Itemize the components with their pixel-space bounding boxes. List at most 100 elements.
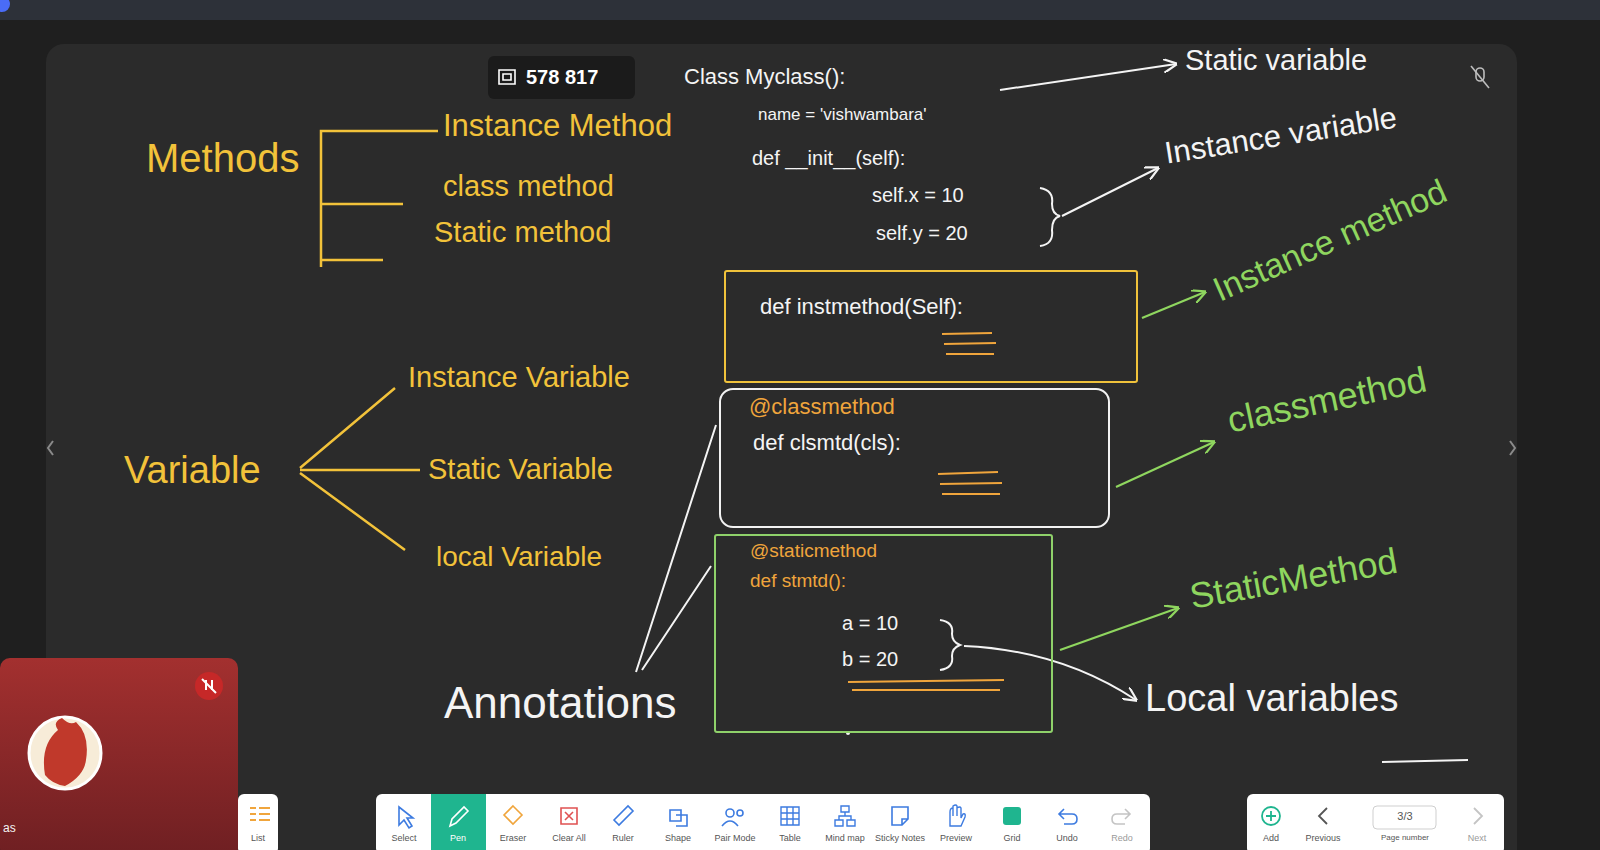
add-icon — [1262, 807, 1280, 825]
select-icon — [399, 807, 413, 828]
topic-heading: Variable — [124, 449, 261, 493]
room-code-badge: 578 817 — [488, 56, 635, 99]
next-icon — [1474, 808, 1482, 824]
side-chevron — [48, 441, 53, 455]
shape-icon — [670, 810, 687, 826]
participant-name: as — [3, 822, 16, 836]
eraser-icon — [504, 806, 522, 824]
branch-label: Instance Variable — [408, 361, 630, 394]
callout-label: Local variables — [1145, 677, 1398, 721]
toolbar-label: Page number — [1381, 833, 1429, 842]
mute-badge — [195, 672, 223, 700]
underline — [1382, 760, 1468, 762]
mute-icon — [202, 679, 216, 693]
pen-active — [431, 794, 486, 850]
redo-icon — [1112, 809, 1130, 824]
mic-off-icon — [1471, 66, 1489, 88]
leader-arrow — [964, 646, 1136, 700]
branch-label: Instance Method — [443, 108, 672, 144]
toolbar-label: Table — [779, 833, 801, 843]
toolbar-label: Grid — [1003, 833, 1020, 843]
leader-arrow — [1060, 608, 1178, 650]
underline-scribble — [942, 333, 996, 354]
node-text: def stmtd(): — [750, 570, 846, 592]
toolbar-label: Previous — [1305, 833, 1340, 843]
code-line: self.x = 10 — [872, 184, 964, 207]
toolbar-label: Select — [391, 833, 416, 843]
class-method-box: @classmethod def clsmtd(cls): — [719, 388, 1110, 528]
page-counter: 3/3 — [1397, 810, 1412, 823]
leader-arrow — [1142, 292, 1205, 318]
page-number-box — [1373, 806, 1436, 829]
board — [46, 44, 1517, 850]
mindmap-icon — [835, 806, 855, 826]
node-text: 578 817 — [526, 66, 598, 89]
methods-bracket — [321, 131, 438, 267]
toolbar-label: Pair Mode — [714, 833, 755, 843]
list-icon — [250, 808, 270, 820]
toolbar-label: Shape — [665, 833, 691, 843]
instance-method-box: def instmethod(Self): — [724, 270, 1138, 383]
topic-heading: Methods — [146, 135, 299, 181]
list-panel — [238, 794, 278, 850]
code-line: def __init__(self): — [752, 147, 905, 170]
branch-label: local Variable — [436, 541, 602, 573]
underline-scribble — [848, 680, 1004, 690]
page-panel — [1247, 794, 1504, 850]
underline-scribble — [938, 472, 1002, 494]
node-text: def clsmtd(cls): — [753, 430, 901, 455]
code-line: self.y = 20 — [876, 222, 968, 245]
room-icon — [499, 70, 515, 84]
pair-icon — [722, 809, 743, 826]
table-icon — [781, 807, 799, 825]
branch-label: Static Variable — [428, 453, 613, 486]
toolbar-label: Undo — [1056, 833, 1078, 843]
node-text: a = 10 — [842, 612, 898, 635]
node-text: def instmethod(Self): — [760, 294, 963, 319]
preview-icon — [950, 805, 965, 826]
leader-arrow — [1000, 64, 1176, 90]
node-text: @classmethod — [749, 394, 895, 419]
toolbar-label: Clear All — [552, 833, 586, 843]
mic-slash — [1471, 66, 1489, 88]
side-chevron — [1510, 441, 1515, 455]
previous-icon — [1319, 808, 1327, 824]
branch-label: class method — [443, 170, 614, 203]
branch-label: Static method — [434, 216, 611, 249]
code-line: Class Myclass(): — [684, 64, 845, 89]
toolbar-label: Mind map — [825, 833, 865, 843]
top-bar-dot — [0, 0, 10, 12]
static-method-box: @staticmethod def stmtd(): a = 10 b = 20 — [714, 534, 1053, 733]
node-text: b = 20 — [842, 648, 898, 671]
leader-arrow — [1062, 168, 1158, 216]
toolbar-label: List — [251, 833, 265, 843]
variable-branches — [300, 388, 420, 550]
toolbar-label: Preview — [940, 833, 972, 843]
toolbar-label: Eraser — [500, 833, 527, 843]
toolbar-label: Next — [1468, 833, 1487, 843]
toolbar-label: Pen — [450, 833, 466, 843]
curly-brace — [1040, 188, 1060, 246]
undo-icon — [1059, 809, 1077, 824]
video-tile — [0, 658, 238, 850]
callout-label: Static variable — [1185, 44, 1367, 77]
clear-icon — [561, 808, 577, 824]
pen-icon — [450, 807, 468, 826]
leader-arrow — [1116, 442, 1214, 487]
toolbar — [376, 794, 1150, 850]
avatar-dragon — [44, 718, 87, 786]
avatar — [29, 717, 101, 789]
code-line: name = 'vishwambara' — [758, 105, 927, 125]
annotation-label: Annotations — [444, 678, 676, 729]
ruler-icon — [614, 806, 633, 825]
toolbar-label: Ruler — [612, 833, 634, 843]
curly-brace — [940, 620, 960, 670]
annotation-leaders — [636, 425, 716, 672]
top-bar — [0, 0, 1600, 20]
toolbar-label: Redo — [1111, 833, 1133, 843]
toolbar-label: Sticky Notes — [875, 833, 925, 843]
grid-icon — [1003, 807, 1021, 825]
node-text: @staticmethod — [750, 540, 877, 562]
toolbar-label: Add — [1263, 833, 1279, 843]
